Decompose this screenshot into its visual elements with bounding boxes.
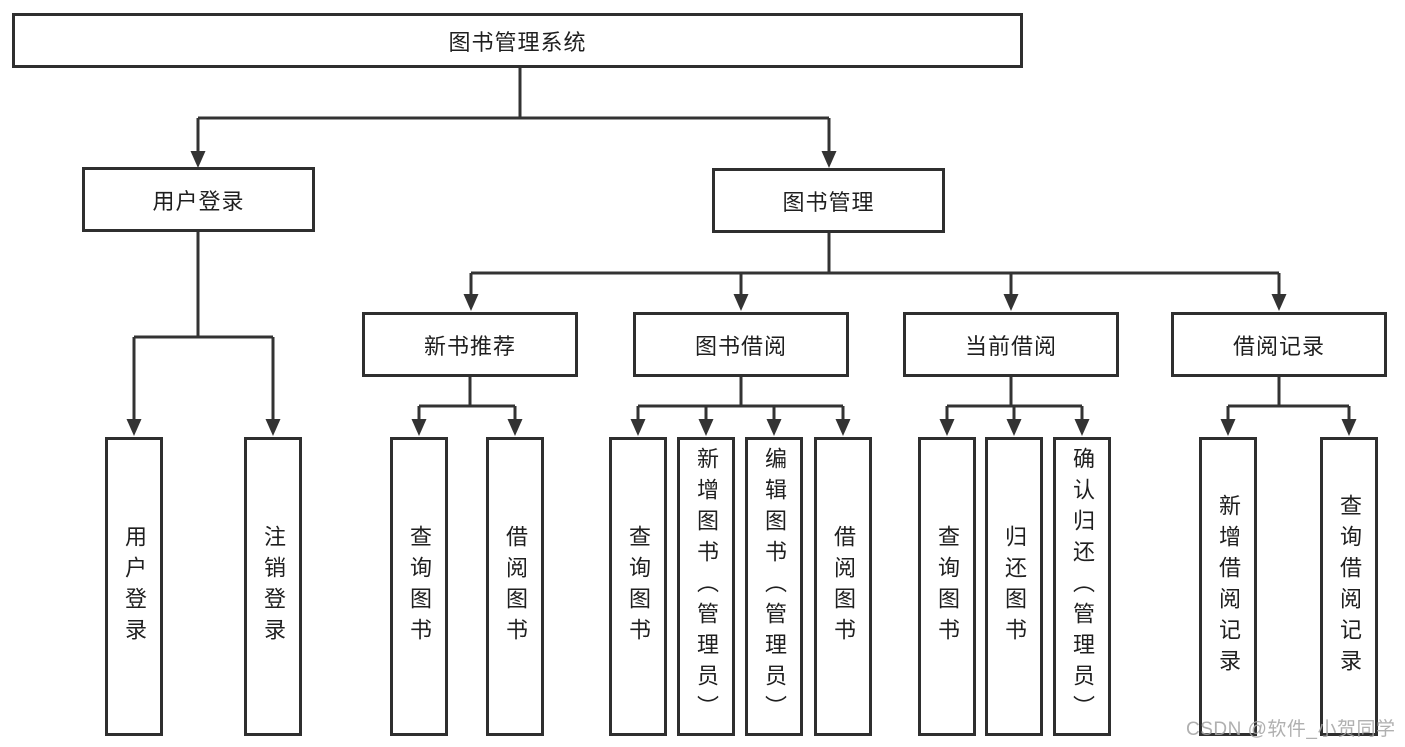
node-label: 新书推荐 — [423, 333, 516, 359]
leaf-logout: 注销登录 — [244, 437, 302, 736]
leaf-borrow-books: 借阅图书 — [814, 437, 872, 736]
node-label: 图书借阅 — [694, 333, 787, 359]
node-book-management: 图书管理 — [712, 168, 945, 233]
leaf-edit-book-admin: 编辑图书（管理员） — [745, 437, 803, 736]
arrowheads — [126, 151, 1357, 436]
node-borrowing-records: 借阅记录 — [1171, 312, 1387, 377]
leaf-user-login: 用户登录 — [105, 437, 163, 736]
leaf-query-books-current: 查询图书 — [918, 437, 976, 736]
leaf-confirm-return-admin: 确认归还（管理员） — [1053, 437, 1111, 736]
leaf-label: 用户登录 — [122, 524, 147, 649]
leaf-label: 新增借阅记录 — [1216, 493, 1241, 680]
node-user-login: 用户登录 — [82, 167, 315, 232]
leaf-label: 借阅图书 — [831, 524, 856, 649]
leaf-query-borrow-record: 查询借阅记录 — [1320, 437, 1378, 736]
leaf-label: 查询图书 — [407, 524, 432, 649]
node-book-borrowing: 图书借阅 — [633, 312, 849, 377]
leaf-label: 查询图书 — [626, 524, 651, 649]
leaf-borrow-books-recommend: 借阅图书 — [486, 437, 544, 736]
leaf-label: 借阅图书 — [503, 524, 528, 649]
node-label: 用户登录 — [152, 188, 245, 214]
node-label: 当前借阅 — [964, 333, 1057, 359]
leaf-label: 注销登录 — [261, 524, 286, 649]
leaf-label: 查询借阅记录 — [1337, 493, 1362, 680]
node-label: 借阅记录 — [1232, 333, 1325, 359]
leaf-query-books-borrow: 查询图书 — [609, 437, 667, 736]
leaf-return-books: 归还图书 — [985, 437, 1043, 736]
leaf-label: 新增图书（管理员） — [694, 447, 719, 726]
node-label: 图书管理系统 — [448, 29, 587, 55]
node-label: 图书管理 — [782, 189, 875, 215]
leaf-label: 编辑图书（管理员） — [762, 447, 787, 726]
node-new-book-recommendation: 新书推荐 — [362, 312, 578, 377]
leaf-label: 归还图书 — [1002, 524, 1027, 649]
leaf-add-borrow-record: 新增借阅记录 — [1199, 437, 1257, 736]
leaf-label: 查询图书 — [935, 524, 960, 649]
node-current-borrowing: 当前借阅 — [903, 312, 1119, 377]
leaf-label: 确认归还（管理员） — [1070, 447, 1095, 726]
watermark: CSDN @软件_小贺同学 — [1186, 719, 1396, 740]
leaf-add-book-admin: 新增图书（管理员） — [677, 437, 735, 736]
tree-edges — [132, 68, 1351, 423]
leaf-query-books-recommend: 查询图书 — [390, 437, 448, 736]
node-library-system: 图书管理系统 — [12, 13, 1023, 68]
